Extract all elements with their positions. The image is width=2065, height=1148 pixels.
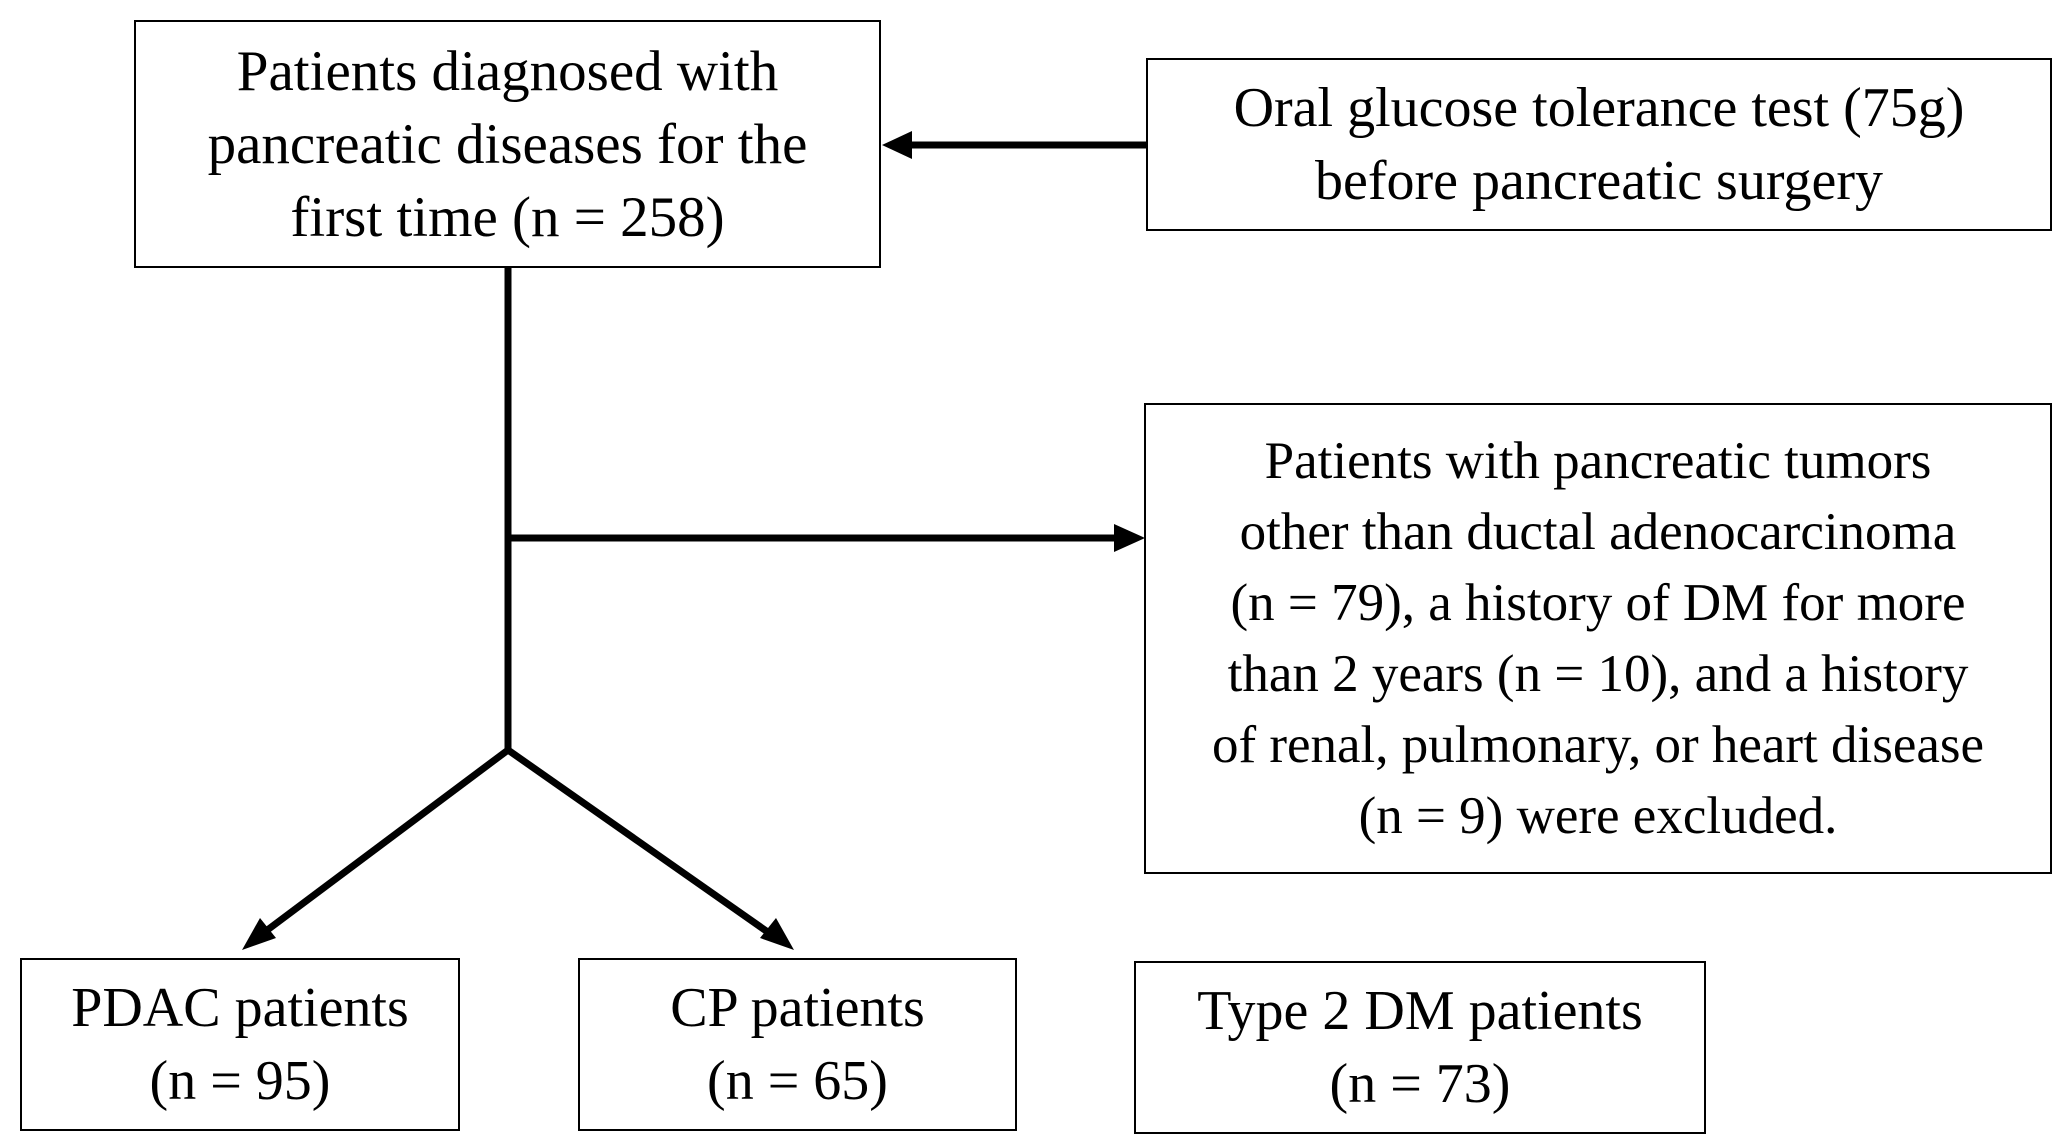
box-text-line: before pancreatic surgery xyxy=(1315,149,1883,212)
box-text-line: Type 2 DM patients xyxy=(1197,979,1643,1042)
box-text-line: (n = 95) xyxy=(149,1049,331,1112)
box-text-line: (n = 73) xyxy=(1329,1052,1511,1115)
ogtt-box: Oral glucose tolerance test (75g) before… xyxy=(1146,58,2052,231)
box-text-line: first time (n = 258) xyxy=(290,185,725,249)
type2-dm-patients-box: Type 2 DM patients (n = 73) xyxy=(1134,961,1706,1134)
box-text-line: PDAC patients xyxy=(71,976,409,1039)
arrowhead-ogtt-to-source xyxy=(882,131,912,159)
arrowhead-to-pdac xyxy=(242,918,276,950)
box-text-line: other than ductal adenocarcinoma xyxy=(1239,502,1957,561)
source-population-box: Patients diagnosed with pancreatic disea… xyxy=(134,20,881,268)
connector-to-cp xyxy=(505,747,775,938)
exclusion-criteria-box: Patients with pancreatic tumors other th… xyxy=(1144,403,2052,874)
pdac-patients-box: PDAC patients (n = 95) xyxy=(20,958,460,1131)
connector-to-pdac xyxy=(259,747,511,937)
box-text-line: (n = 65) xyxy=(707,1049,888,1112)
cp-patients-box: CP patients (n = 65) xyxy=(578,958,1017,1131)
box-text-line: of renal, pulmonary, or heart disease xyxy=(1211,715,1985,774)
box-text-line: CP patients xyxy=(670,976,925,1039)
box-text-line: pancreatic diseases for the xyxy=(207,112,808,176)
box-text-line: (n = 9) were excluded. xyxy=(1358,786,1838,845)
box-text-line: Patients diagnosed with xyxy=(236,39,779,103)
arrowhead-to-cp xyxy=(760,918,794,950)
box-text-line: Oral glucose tolerance test (75g) xyxy=(1233,76,1965,139)
box-text-line: than 2 years (n = 10), and a history xyxy=(1227,644,1969,703)
box-text-line: (n = 79), a history of DM for more xyxy=(1230,573,1966,632)
box-text-line: Patients with pancreatic tumors xyxy=(1264,431,1932,490)
arrowhead-to-exclusion xyxy=(1114,524,1145,552)
